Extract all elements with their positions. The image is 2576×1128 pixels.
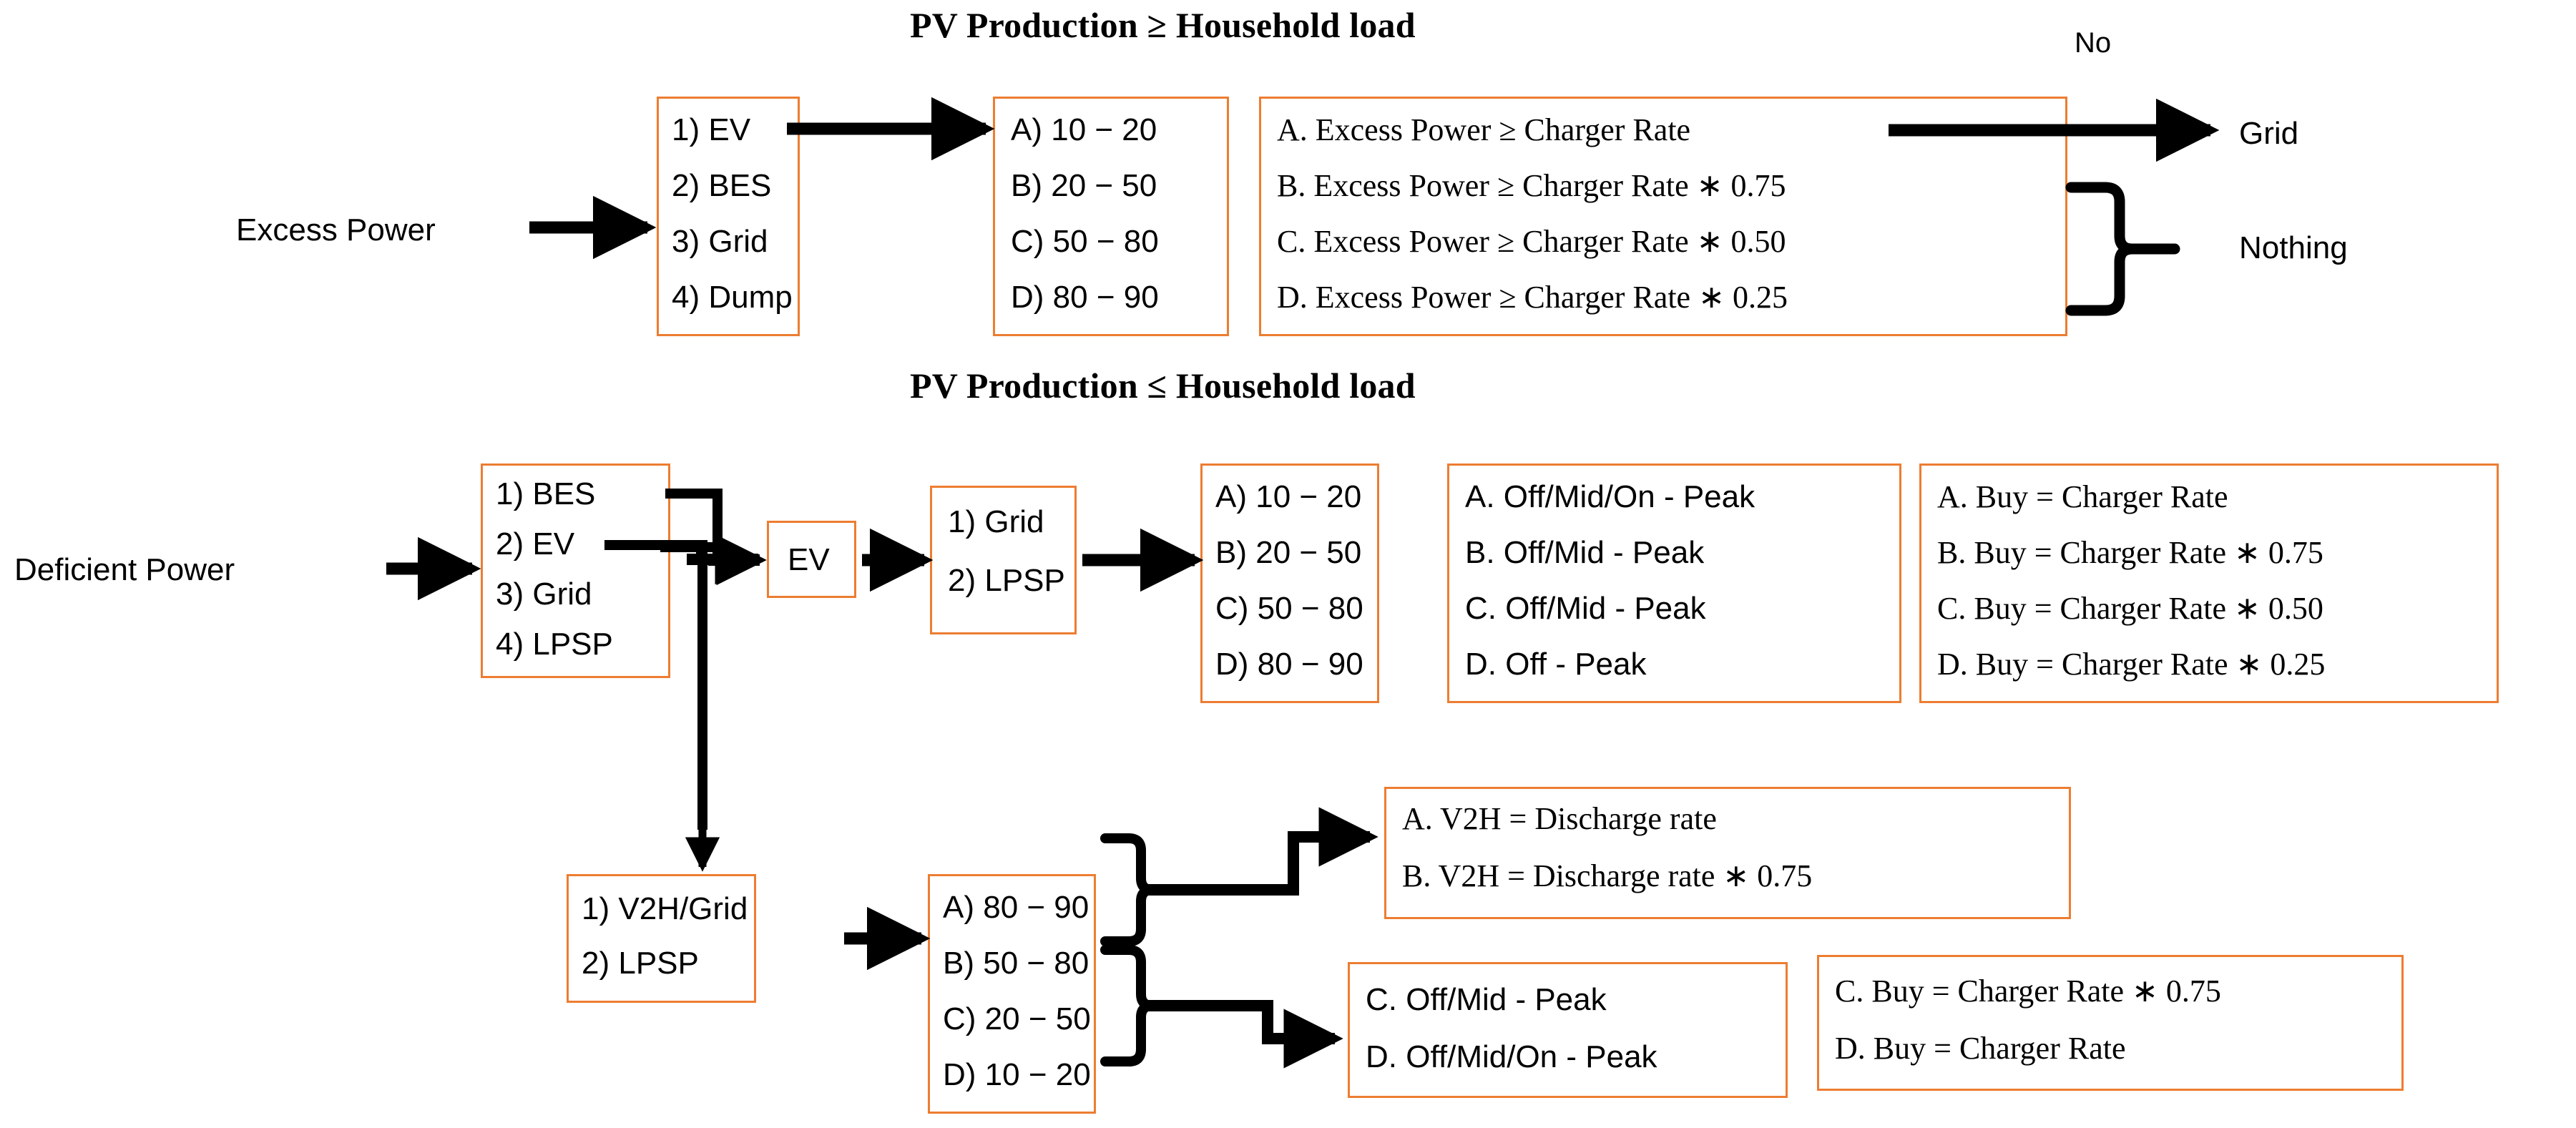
section-2-grid-lpsp-box[interactable]: 1) Grid 2) LPSP — [930, 486, 1077, 634]
range-row: C) 50 − 80 — [1011, 224, 1159, 259]
ev-label: EV — [788, 542, 830, 577]
peak-row: C. Off/Mid - Peak — [1465, 591, 1706, 626]
priority-row: 1) EV — [672, 112, 751, 147]
grid-lpsp-row: 2) LPSP — [948, 563, 1065, 598]
section-2-source-label: Deficient Power — [14, 552, 235, 587]
range-row: A) 10 − 20 — [1215, 479, 1362, 514]
section-2-v2h-peak-box[interactable]: C. Off/Mid - Peak D. Off/Mid/On - Peak — [1348, 962, 1788, 1098]
connector-bes-stub — [665, 489, 723, 558]
range-row: B) 20 − 50 — [1215, 535, 1362, 570]
condition-row: A. Excess Power ≥ Charger Rate — [1277, 112, 1691, 147]
brace-conditions-to-nothing — [2065, 182, 2138, 316]
v2h-priority-row: 1) V2H/Grid — [582, 891, 748, 926]
priority-row: 3) Grid — [496, 577, 592, 612]
range-row: D) 80 − 90 — [1011, 280, 1159, 315]
section-2-range-box[interactable]: A) 10 − 20 B) 20 − 50 C) 50 − 80 D) 80 −… — [1200, 464, 1379, 703]
section-2-title: PV Production ≤ Household load — [910, 366, 1416, 406]
v2h-range-row: C) 20 − 50 — [943, 1001, 1091, 1036]
connector-bes-to-ev — [660, 542, 723, 564]
priority-row: 2) BES — [672, 168, 772, 203]
buy-row: D. Buy = Charger Rate ∗ 0.25 — [1937, 647, 2326, 682]
outcome-grid-label: Grid — [2239, 116, 2299, 151]
v2h-peak-row: D. Off/Mid/On - Peak — [1366, 1039, 1657, 1074]
section-2-buy-box[interactable]: A. Buy = Charger Rate B. Buy = Charger R… — [1919, 464, 2499, 703]
condition-row: B. Excess Power ≥ Charger Rate ∗ 0.75 — [1277, 168, 1786, 203]
v2h-peak-row: C. Off/Mid - Peak — [1366, 982, 1607, 1017]
buy-row: B. Buy = Charger Rate ∗ 0.75 — [1937, 535, 2323, 570]
peak-row: D. Off - Peak — [1465, 647, 1647, 682]
range-row: D) 80 − 90 — [1215, 647, 1363, 682]
section-2-priority-box[interactable]: 1) BES 2) EV 3) Grid 4) LPSP — [481, 464, 670, 678]
v2h-buy-row: D. Buy = Charger Rate — [1835, 1031, 2126, 1066]
section-2-v2h-range-box[interactable]: A) 80 − 90 B) 50 − 80 C) 20 − 50 D) 10 −… — [928, 874, 1096, 1114]
range-row: B) 20 − 50 — [1011, 168, 1157, 203]
v2h-rate-row: A. V2H = Discharge rate — [1402, 801, 1717, 836]
v2h-range-row: A) 80 − 90 — [943, 890, 1089, 925]
grid-lpsp-row: 1) Grid — [948, 504, 1044, 539]
arrow-brace-ab-to-rate — [1149, 807, 1378, 896]
brace-v2h-ab — [1100, 833, 1157, 946]
v2h-buy-row: C. Buy = Charger Rate ∗ 0.75 — [1835, 973, 2221, 1009]
v2h-range-row: B) 50 − 80 — [943, 946, 1089, 981]
priority-row: 1) BES — [496, 476, 596, 511]
outcome-nothing-label: Nothing — [2239, 230, 2348, 265]
v2h-rate-row: B. V2H = Discharge rate ∗ 0.75 — [1402, 858, 1813, 893]
brace-v2h-cd — [1100, 945, 1157, 1066]
v2h-range-row: D) 10 − 20 — [943, 1057, 1091, 1092]
priority-row: 2) EV — [496, 526, 575, 561]
section-1-title: PV Production ≥ Household load — [910, 5, 1416, 45]
buy-row: C. Buy = Charger Rate ∗ 0.50 — [1937, 591, 2323, 626]
range-row: C) 50 − 80 — [1215, 591, 1363, 626]
priority-row: 4) LPSP — [496, 627, 613, 662]
section-1-priority-box[interactable]: 1) EV 2) BES 3) Grid 4) Dump — [657, 97, 800, 336]
section-2-peak-box[interactable]: A. Off/Mid/On - Peak B. Off/Mid - Peak C… — [1447, 464, 1901, 703]
section-1-source-label: Excess Power — [236, 212, 436, 247]
condition-row: C. Excess Power ≥ Charger Rate ∗ 0.50 — [1277, 224, 1786, 259]
section-2-v2h-priority-box[interactable]: 1) V2H/Grid 2) LPSP — [567, 874, 756, 1003]
section-2-v2h-buy-box[interactable]: C. Buy = Charger Rate ∗ 0.75 D. Buy = Ch… — [1817, 955, 2404, 1091]
peak-row: A. Off/Mid/On - Peak — [1465, 479, 1755, 514]
section-1-condition-box[interactable]: A. Excess Power ≥ Charger Rate B. Excess… — [1259, 97, 2067, 336]
priority-row: 4) Dump — [672, 280, 793, 315]
v2h-priority-row: 2) LPSP — [582, 946, 699, 981]
section-2-ev-box[interactable]: EV — [767, 521, 856, 598]
section-1-range-box[interactable]: A) 10 − 20 B) 20 − 50 C) 50 − 80 D) 80 −… — [993, 97, 1229, 336]
range-row: A) 10 − 20 — [1011, 112, 1157, 147]
edge-label-no: No — [2075, 27, 2112, 59]
priority-row: 3) Grid — [672, 224, 768, 259]
condition-row: D. Excess Power ≥ Charger Rate ∗ 0.25 — [1277, 280, 1788, 315]
peak-row: B. Off/Mid - Peak — [1465, 535, 1705, 570]
section-2-v2h-rate-box[interactable]: A. V2H = Discharge rate B. V2H = Dischar… — [1384, 787, 2071, 919]
arrow-brace-cd-to-peak — [1149, 1000, 1343, 1069]
buy-row: A. Buy = Charger Rate — [1937, 479, 2228, 514]
